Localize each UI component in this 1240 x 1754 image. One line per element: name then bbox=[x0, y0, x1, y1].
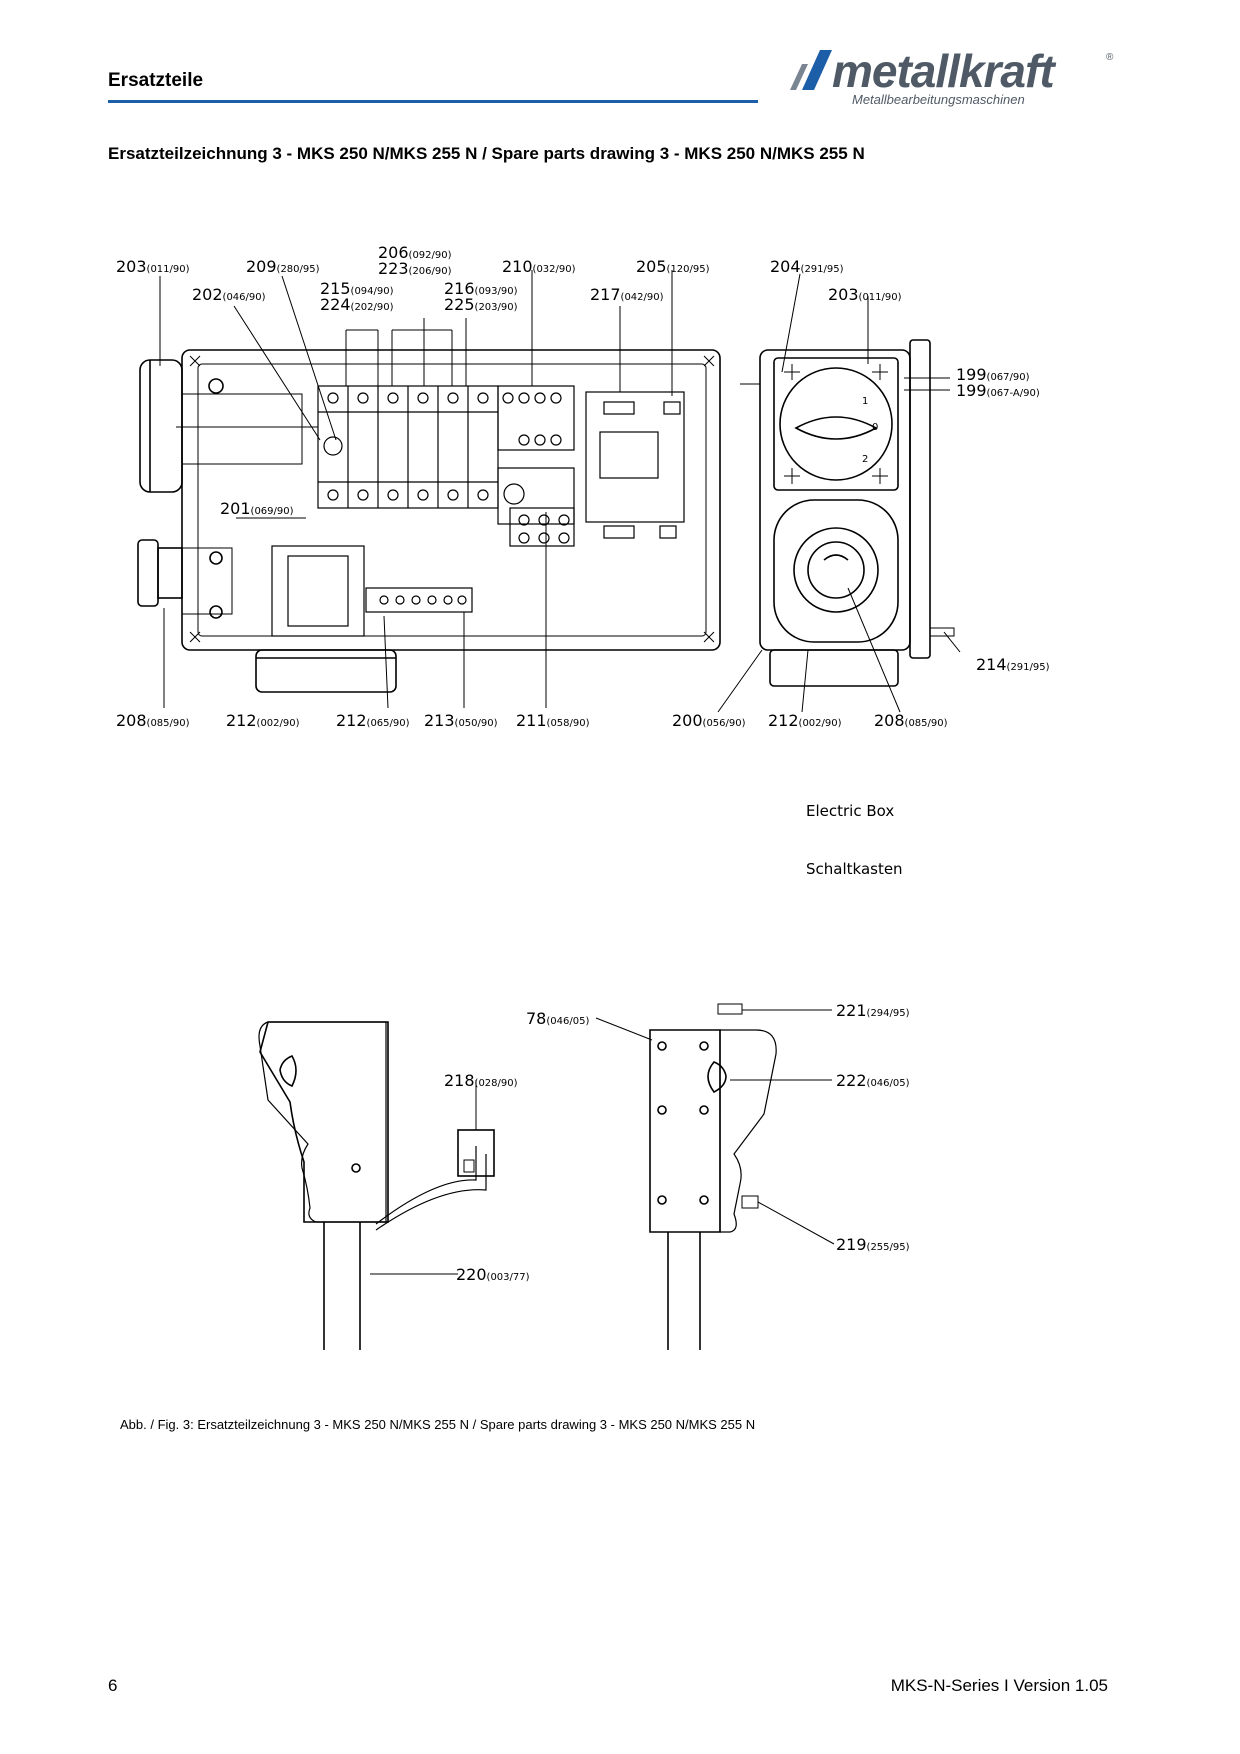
callout-78: 78(046/05) bbox=[526, 1009, 589, 1028]
dial-number-2: 2 bbox=[862, 454, 868, 465]
callout-208-side: 208(085/90) bbox=[874, 711, 948, 730]
callout-222: 222(046/05) bbox=[836, 1071, 910, 1090]
callout-215: 215(094/90) bbox=[320, 279, 394, 298]
dial-number-1: 1 bbox=[862, 396, 868, 407]
callout-212-front-a: 212(002/90) bbox=[226, 711, 300, 730]
page-header-title: Ersatzteile bbox=[108, 70, 204, 91]
callout-203-side: 203(011/90) bbox=[828, 285, 902, 304]
handle-right-view bbox=[595, 1003, 835, 1350]
callout-219: 219(255/95) bbox=[836, 1235, 910, 1254]
electric-box-side-view bbox=[717, 273, 961, 713]
electric-box-front-view bbox=[137, 270, 721, 709]
callout-223: 223(206/90) bbox=[378, 259, 452, 278]
callout-221: 221(294/95) bbox=[836, 1001, 910, 1020]
callout-212-side: 212(002/90) bbox=[768, 711, 842, 730]
callout-214: 214(291/95) bbox=[976, 655, 1050, 674]
callout-213: 213(050/90) bbox=[424, 711, 498, 730]
handle-callouts: 218(028/90) 220(003/77) 78(046/05) 221(2… bbox=[444, 1001, 910, 1284]
callout-200: 200(056/90) bbox=[672, 711, 746, 730]
logo-subtitle: Metallbearbeitungsmaschinen bbox=[852, 92, 1025, 107]
callout-225: 225(203/90) bbox=[444, 295, 518, 314]
logo-wordmark: metallkraft bbox=[832, 45, 1055, 97]
dial-number-0: 0 bbox=[872, 422, 878, 433]
callout-212-front-b: 212(065/90) bbox=[336, 711, 410, 730]
callout-202: 202(046/90) bbox=[192, 285, 266, 304]
callout-220: 220(003/77) bbox=[456, 1265, 530, 1284]
logo-registered-mark: ® bbox=[1106, 52, 1114, 63]
logo-slash-mark bbox=[790, 50, 832, 90]
metallkraft-logo: metallkraft Metallbearbeitungsmaschinen … bbox=[788, 44, 1118, 114]
callout-203-front: 203(011/90) bbox=[116, 257, 190, 276]
callout-206: 206(092/90) bbox=[378, 243, 452, 262]
callout-224: 224(202/90) bbox=[320, 295, 394, 314]
electric-box-label-de: Schaltkasten bbox=[806, 860, 903, 878]
handle-left-view bbox=[258, 1021, 495, 1350]
figure-caption: Abb. / Fig. 3: Ersatzteilzeichnung 3 - M… bbox=[120, 1417, 756, 1432]
electric-box-label-en: Electric Box bbox=[806, 802, 894, 820]
side-view-callouts: 204(291/95) 203(011/90) 199(067/90) 199(… bbox=[672, 257, 1050, 730]
section-title: Ersatzteilzeichnung 3 - MKS 250 N/MKS 25… bbox=[108, 144, 865, 163]
callout-204: 204(291/95) bbox=[770, 257, 844, 276]
callout-216: 216(093/90) bbox=[444, 279, 518, 298]
document-version: MKS-N-Series I Version 1.05 bbox=[890, 1676, 1108, 1695]
callout-208-front: 208(085/90) bbox=[116, 711, 190, 730]
callout-217: 217(042/90) bbox=[590, 285, 664, 304]
page-number: 6 bbox=[108, 1676, 118, 1695]
callout-201: 201(069/90) bbox=[220, 499, 294, 518]
callout-205: 205(120/95) bbox=[636, 257, 710, 276]
callout-209: 209(280/95) bbox=[246, 257, 320, 276]
header-rule bbox=[108, 100, 758, 103]
front-view-callouts: 203(011/90) 209(280/95) 202(046/90) 206(… bbox=[116, 243, 710, 730]
callout-211: 211(058/90) bbox=[516, 711, 590, 730]
callout-199-b: 199(067-A/90) bbox=[956, 381, 1040, 400]
callout-210: 210(032/90) bbox=[502, 257, 576, 276]
callout-199-a: 199(067/90) bbox=[956, 365, 1030, 384]
callout-218: 218(028/90) bbox=[444, 1071, 518, 1090]
